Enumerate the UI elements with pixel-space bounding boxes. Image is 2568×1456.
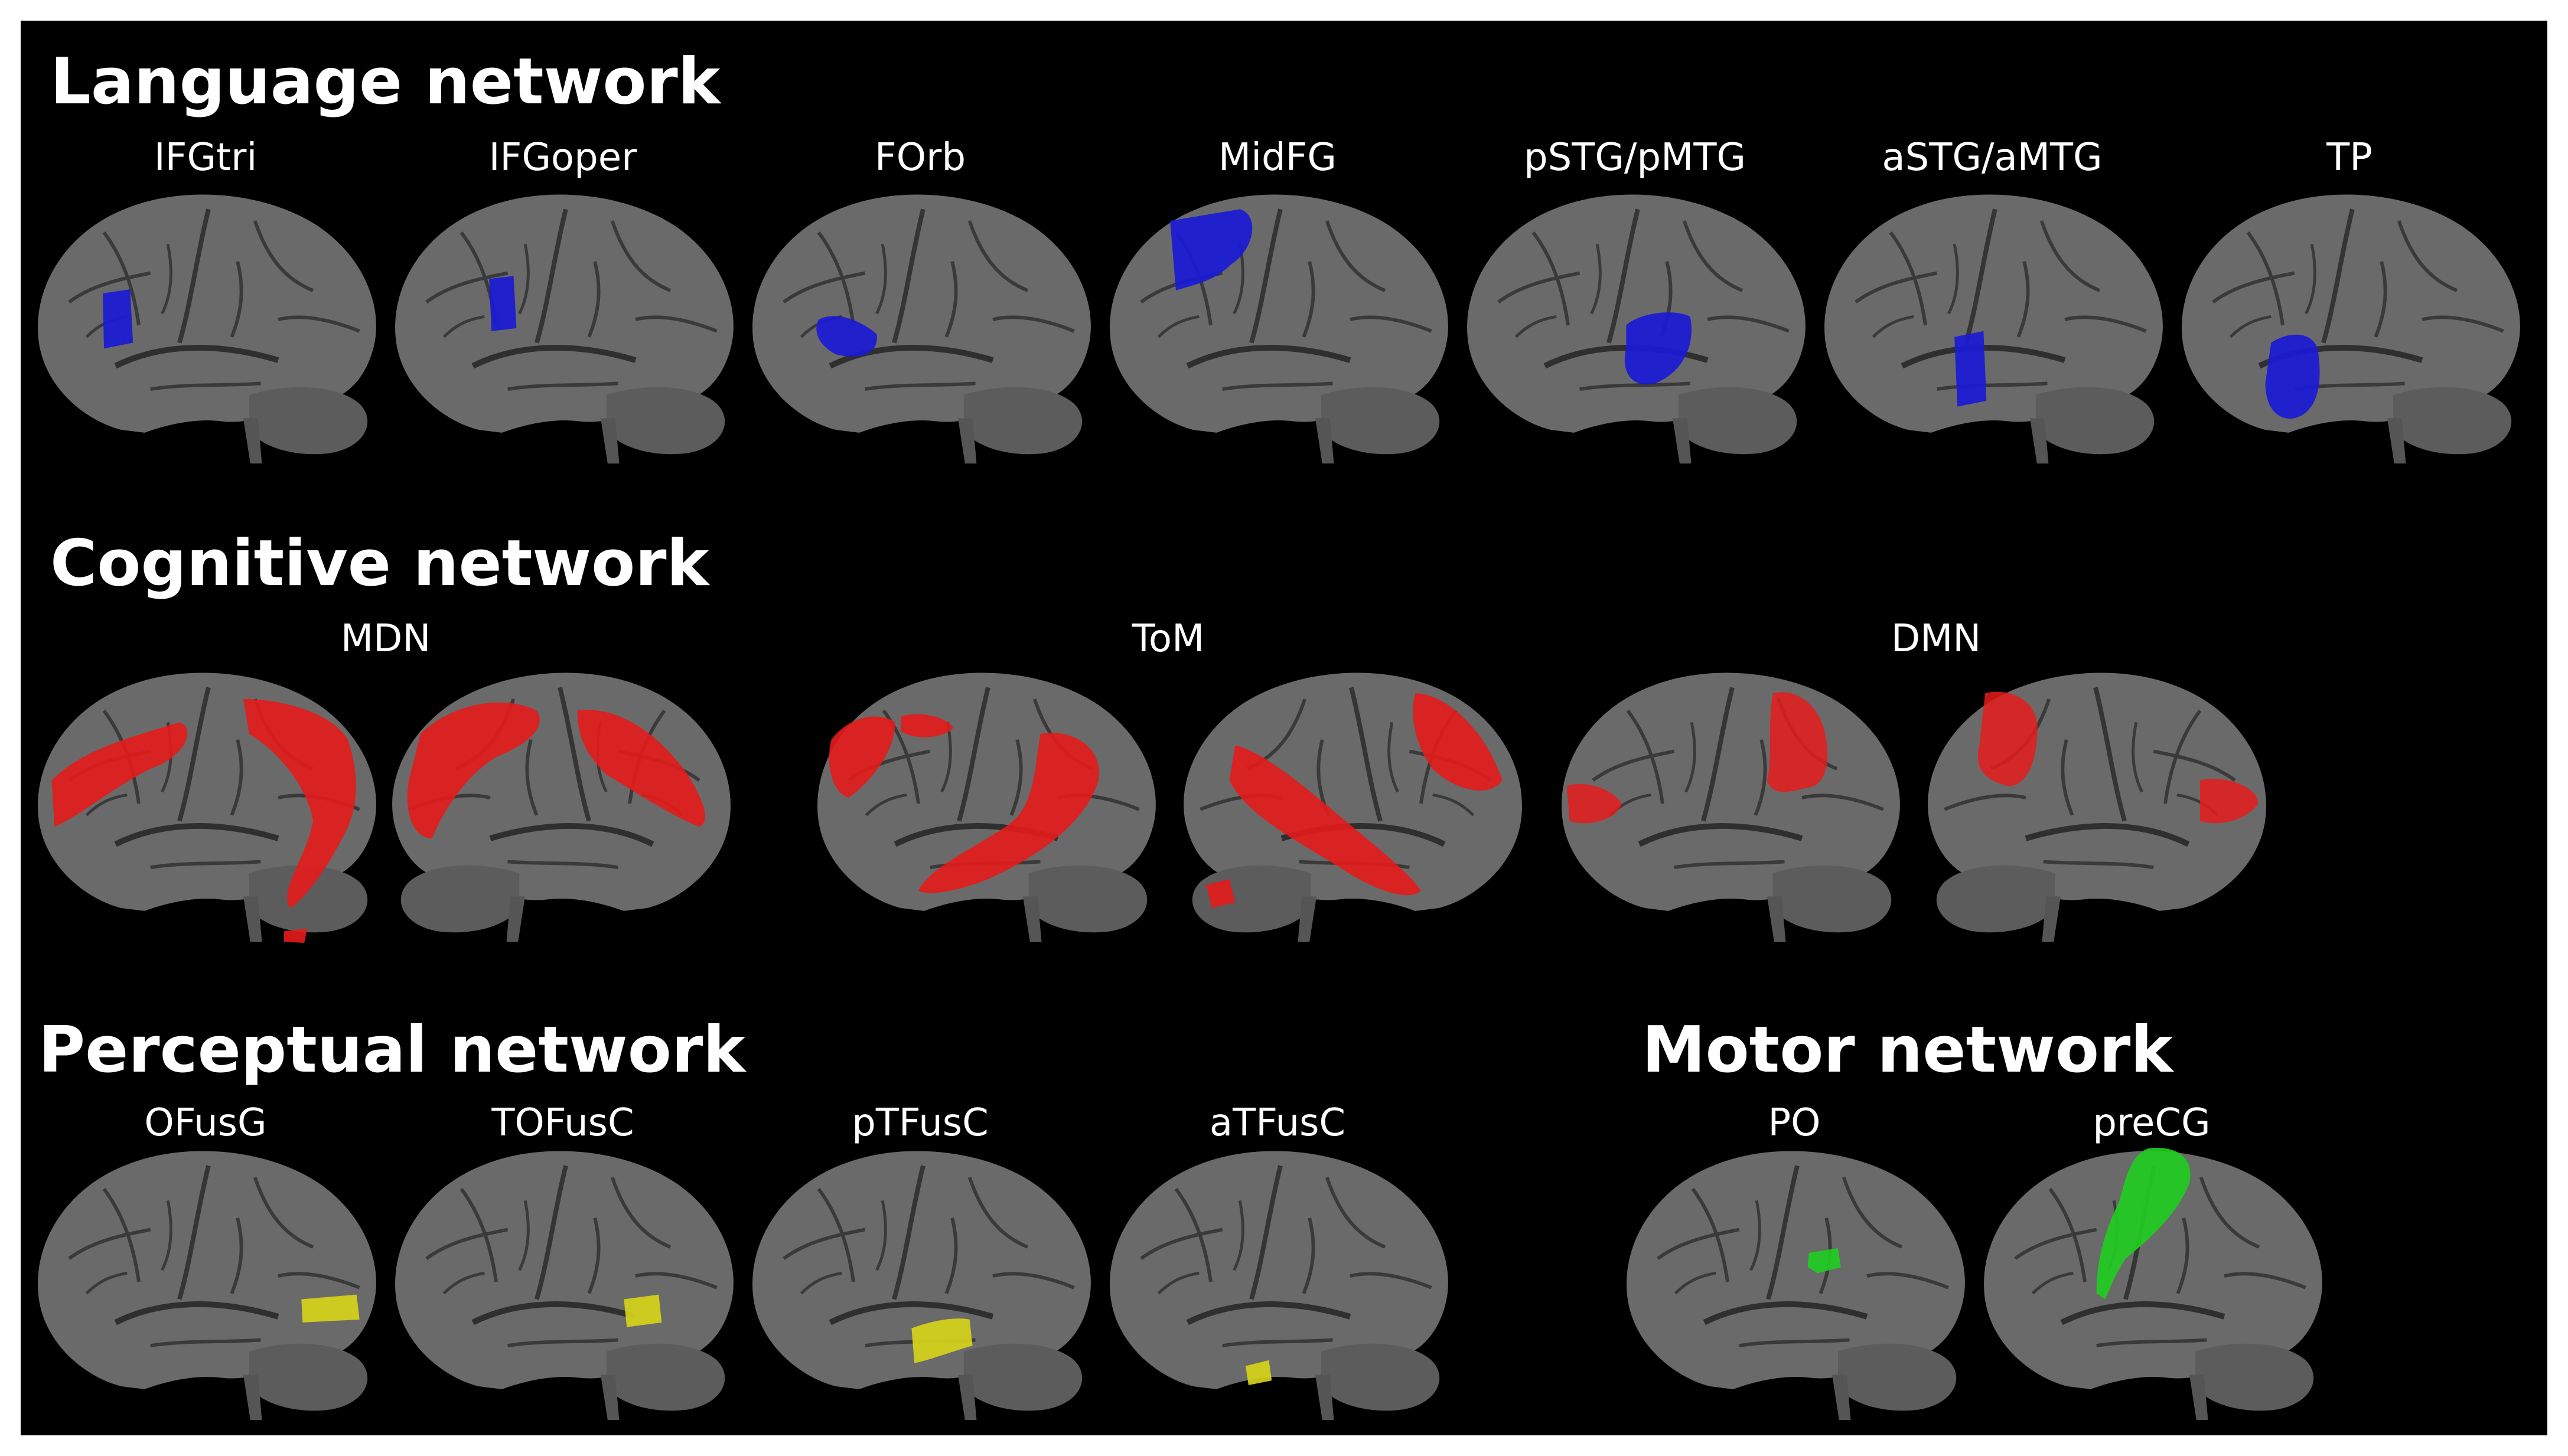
region-ifgtri-highlight <box>103 289 133 349</box>
region-label-po: PO <box>1768 1101 1821 1145</box>
brain-tofusc <box>392 1142 740 1421</box>
motor-network-heading: Motor network <box>1642 1013 2173 1087</box>
region-dmn-left-parietal <box>1767 692 1828 792</box>
region-tom-left-temporoparietal <box>918 733 1099 893</box>
region-label-ofusg: OFusG <box>144 1101 267 1145</box>
brain-pstg-pmtg <box>1464 186 1812 465</box>
brain-po <box>1623 1142 1971 1421</box>
region-tom-right-cerebellar <box>1206 879 1236 908</box>
region-pstg-pmtg-highlight <box>1624 312 1692 385</box>
region-mdn-left-frontal <box>51 722 188 827</box>
region-label-midfg: MidFG <box>1218 136 1337 179</box>
region-atfusc-highlight <box>1246 1360 1272 1386</box>
brain-mdn-right <box>386 664 734 943</box>
brain-tom-left <box>814 664 1162 943</box>
region-label-mdn: MDN <box>340 617 431 661</box>
region-label-tp: TP <box>2326 136 2373 179</box>
region-label-precg: preCG <box>2093 1101 2211 1145</box>
region-dmn-left-frontal <box>1566 784 1622 824</box>
region-mdn-left-cerebellar <box>283 928 308 943</box>
region-po-highlight <box>1807 1248 1841 1274</box>
perceptual-network-heading: Perceptual network <box>38 1013 746 1087</box>
region-astg-amtg-highlight <box>1954 331 1987 407</box>
figure-panel: Language network IFGtri IFGoper FOrb Mid… <box>21 21 2547 1435</box>
region-label-atfusc: aTFusC <box>1209 1101 1346 1145</box>
region-mdn-right-frontal <box>577 710 706 827</box>
region-precg-highlight <box>2096 1147 2191 1300</box>
brain-ifgoper <box>392 186 740 465</box>
region-mdn-right-parietal <box>407 702 540 838</box>
region-ifgoper-highlight <box>489 276 517 331</box>
region-midfg-highlight <box>1170 209 1253 290</box>
region-tom-left-frontal <box>829 716 895 798</box>
region-label-astg-amtg: aSTG/aMTG <box>1882 136 2103 179</box>
brain-ofusg <box>34 1142 383 1421</box>
region-mdn-left-parietal <box>243 699 356 908</box>
region-dmn-right-frontal <box>2200 779 2259 824</box>
brain-tom-right <box>1177 664 1526 943</box>
cognitive-network-heading: Cognitive network <box>50 527 709 600</box>
region-label-tofusc: TOFusC <box>491 1101 634 1145</box>
region-label-ptfusc: pTFusC <box>852 1101 989 1145</box>
brain-dmn-right <box>1921 664 2270 943</box>
region-label-tom: ToM <box>1132 617 1205 661</box>
brain-atfusc <box>1106 1142 1455 1421</box>
brain-ifgtri <box>34 186 383 465</box>
region-tom-right-temporal <box>1229 745 1421 896</box>
region-tofusc-highlight <box>624 1294 662 1327</box>
region-label-ifgoper: IFGoper <box>488 136 637 179</box>
brain-dmn-left <box>1558 664 1907 943</box>
region-forb-highlight <box>816 316 877 357</box>
brain-midfg <box>1106 186 1455 465</box>
region-dmn-right-parietal <box>1977 691 2038 786</box>
region-ofusg-highlight <box>301 1294 360 1323</box>
region-tom-right-frontal <box>1413 693 1503 791</box>
region-label-ifgtri: IFGtri <box>154 136 258 179</box>
region-tp-highlight <box>2265 334 2320 419</box>
language-network-heading: Language network <box>50 45 721 119</box>
brain-precg <box>1980 1147 2329 1421</box>
region-label-forb: FOrb <box>874 136 966 179</box>
brain-mdn-left <box>34 664 383 943</box>
region-label-pstg-pmtg: pSTG/pMTG <box>1523 136 1746 179</box>
region-label-dmn: DMN <box>1891 617 1982 661</box>
region-tom-left-sfg <box>901 714 953 737</box>
brain-tp <box>2178 186 2527 465</box>
region-ptfusc-highlight <box>911 1318 973 1363</box>
brain-forb <box>749 186 1097 465</box>
brain-astg-amtg <box>1821 186 2169 465</box>
brain-ptfusc <box>749 1142 1097 1421</box>
